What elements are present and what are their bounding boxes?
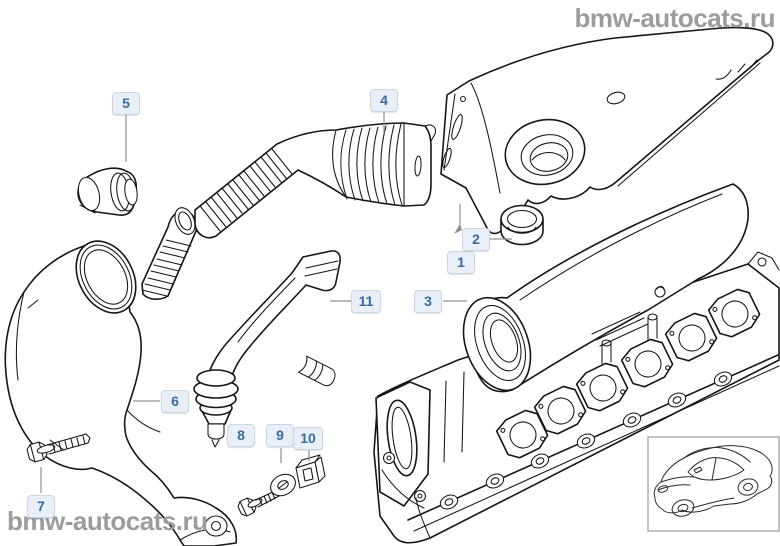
vent-pipe-drawing (204, 250, 341, 398)
resonator-drawing (462, 183, 749, 393)
car-icon (653, 445, 773, 517)
engine-cover-drawing (440, 26, 774, 235)
thumbnail-frame (647, 436, 780, 532)
watermark-top-right: bmw-autocats.ru (574, 3, 775, 33)
callout-2[interactable]: 2 (462, 228, 490, 251)
callout-1[interactable]: 1 (447, 251, 475, 274)
callout-3[interactable]: 3 (414, 290, 442, 313)
seal-ring-drawing (500, 204, 544, 246)
callout-8[interactable]: 8 (227, 424, 255, 447)
callout-6[interactable]: 6 (161, 390, 189, 413)
connector-sleeve-drawing (77, 167, 138, 216)
callout-10[interactable]: 10 (293, 427, 323, 450)
callout-11[interactable]: 11 (351, 290, 381, 313)
bolt-drawing (26, 433, 91, 463)
leader-lines (40, 112, 512, 493)
callout-5[interactable]: 5 (112, 92, 140, 115)
intake-duct-drawing (4, 240, 238, 546)
car-thumbnail (647, 436, 780, 532)
washer-drawing (270, 473, 296, 497)
clip-nut-drawing (295, 454, 326, 489)
intake-manifold-details (375, 251, 780, 539)
valve-drawing (193, 369, 239, 448)
callout-4[interactable]: 4 (370, 89, 398, 112)
callout-9[interactable]: 9 (266, 424, 294, 447)
callout-7[interactable]: 7 (27, 495, 55, 518)
lower-bellows-drawing (141, 207, 198, 300)
hose-stub-drawing (298, 355, 336, 387)
intake-hose-drawing (194, 122, 436, 239)
